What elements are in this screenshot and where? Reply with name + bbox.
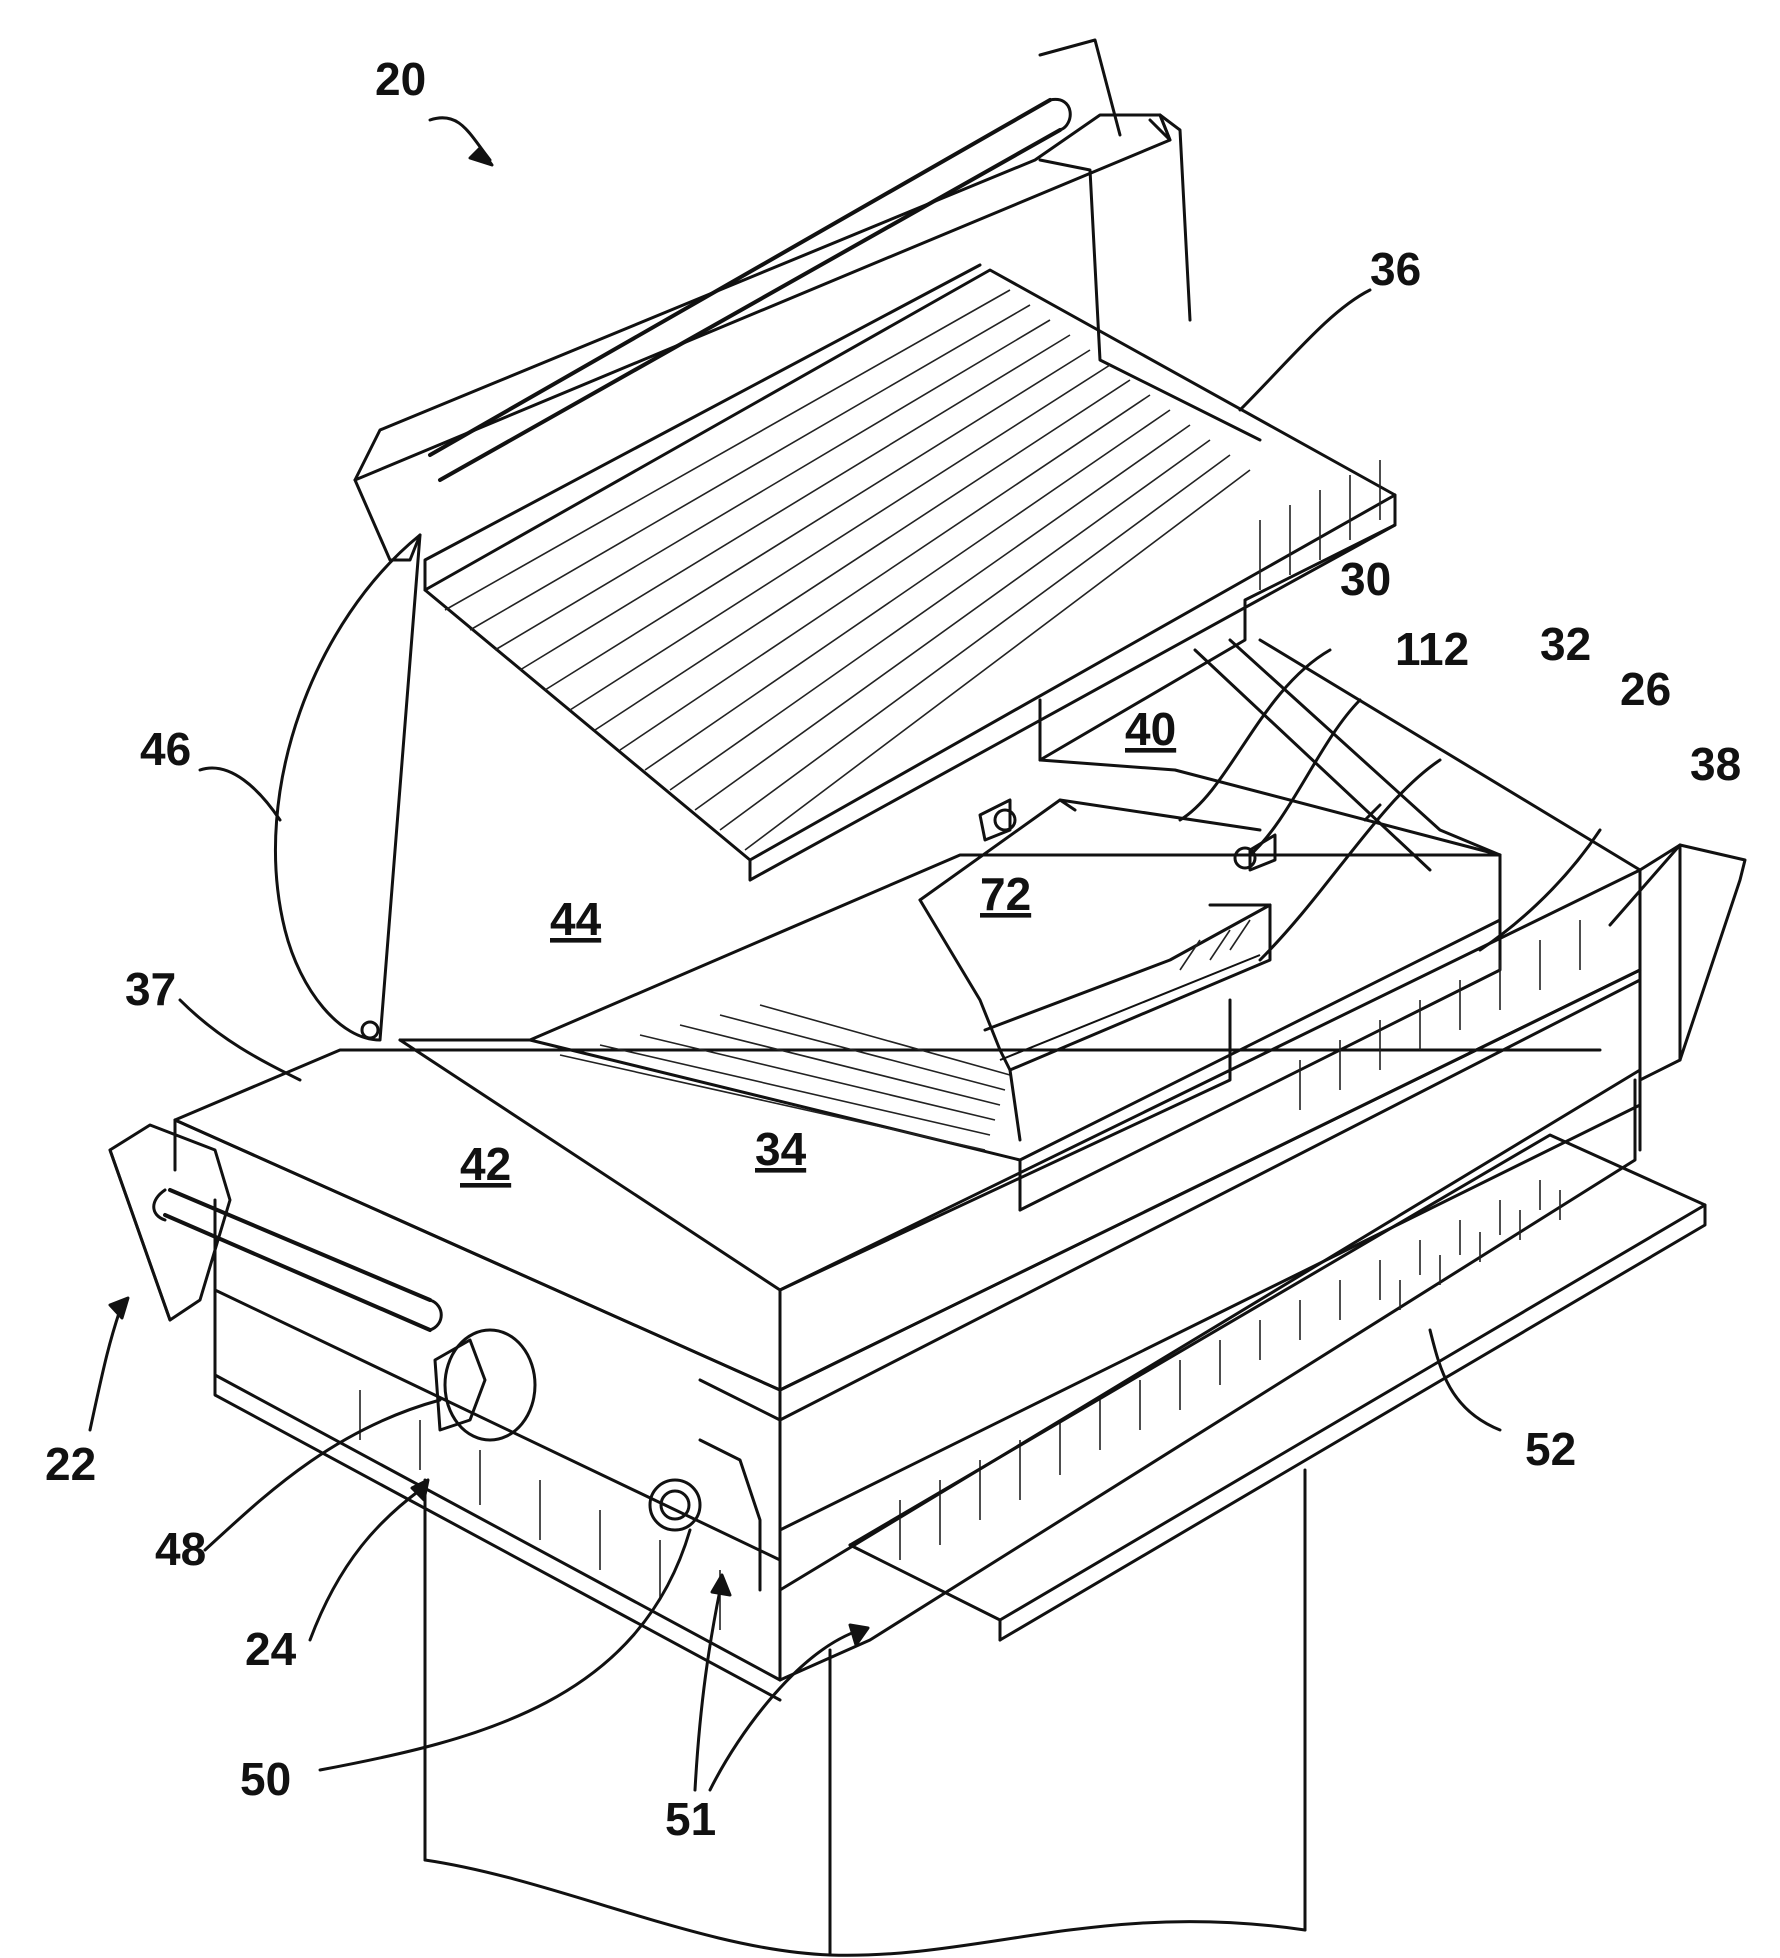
label-48: 48	[155, 1523, 206, 1575]
heater-element	[920, 800, 1270, 1140]
base-housing	[215, 980, 1640, 1700]
left-handle-block	[110, 1125, 760, 1590]
label-30: 30	[1340, 553, 1391, 605]
label-34: 34	[755, 1123, 807, 1175]
label-112: 112	[1395, 623, 1469, 675]
label-20: 20	[375, 53, 426, 105]
drip-tray	[850, 1135, 1705, 1640]
label-36: 36	[1370, 243, 1421, 295]
label-26: 26	[1620, 663, 1671, 715]
label-40: 40	[1125, 703, 1176, 755]
label-51: 51	[665, 1793, 716, 1845]
label-32: 32	[1540, 618, 1591, 670]
label-72: 72	[980, 868, 1031, 920]
leader-lines	[90, 118, 1600, 1790]
label-42: 42	[460, 1138, 511, 1190]
reference-labels: 20 36 30 112 32 26 38 46 40 72 44 37 42 …	[45, 53, 1741, 1845]
label-24: 24	[245, 1623, 297, 1675]
label-22: 22	[45, 1438, 96, 1490]
label-50: 50	[240, 1753, 291, 1805]
label-52: 52	[1525, 1423, 1576, 1475]
label-46: 46	[140, 723, 191, 775]
right-handle-block	[1610, 845, 1745, 1080]
pedestal	[425, 1470, 1305, 1955]
label-44: 44	[550, 893, 602, 945]
lid	[275, 40, 1395, 1040]
label-37: 37	[125, 963, 176, 1015]
lower-unit	[175, 855, 1640, 1560]
label-38: 38	[1690, 738, 1741, 790]
